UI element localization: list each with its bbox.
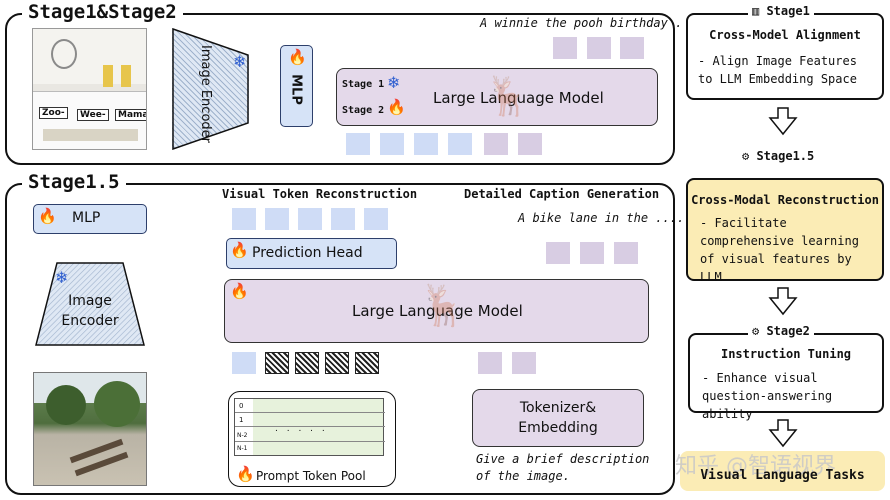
side-stage15-desc: - Facilitate comprehensive learning of v…	[700, 216, 859, 284]
pool-dots: . . . . .	[275, 424, 328, 434]
visual-token	[448, 133, 472, 155]
side-stage2-desc: - Enhance visual question-answering abil…	[702, 371, 833, 421]
encoder1-outline	[172, 28, 249, 150]
text-token	[518, 133, 542, 155]
stage12-caption: A winnie the pooh birthday .	[480, 16, 683, 30]
mlp2-label: MLP	[72, 210, 101, 226]
prediction-head-label: Prediction Head	[252, 245, 363, 261]
text-token	[587, 37, 611, 59]
birthday-photo: Zoo- Wee- Mama	[32, 28, 147, 150]
flame-icon: 🔥	[230, 282, 249, 300]
photo-sign-2: Wee-	[77, 109, 109, 121]
prompt-pool-label: Prompt Token Pool	[256, 469, 366, 483]
snowflake-icon: ❄	[55, 268, 69, 287]
image-encoder-2	[35, 262, 145, 346]
visual-token	[331, 208, 355, 230]
detailed-caption-header: Detailed Caption Generation	[464, 187, 660, 201]
deer-logo-icon: 🦌	[484, 74, 532, 118]
tokenizer-label: Tokenizer& Embedding	[518, 400, 598, 436]
down-chevron-3	[768, 419, 798, 448]
visual-token	[380, 133, 404, 155]
encoder2-label: Image Encoder	[61, 293, 119, 329]
mlp1-label: MLP	[288, 74, 304, 105]
pool-row-0: 0	[239, 402, 244, 410]
stage1-label: Stage 1	[342, 79, 385, 90]
pool-row-n2: N-2	[237, 432, 248, 439]
text-token	[580, 242, 604, 264]
llm2-label: Large Language Model	[352, 302, 523, 320]
side-stage2-tag: ⚙ Stage2	[748, 324, 814, 338]
side-stage1-tag-text: Stage1	[766, 4, 810, 18]
side-stage15-tag-text: Stage1.5	[756, 149, 815, 163]
masked-token	[325, 352, 349, 374]
visual-token	[298, 208, 322, 230]
side-final-box	[680, 451, 885, 491]
snowflake-icon: ❄	[233, 52, 247, 71]
visual-token	[265, 208, 289, 230]
mlp-box-1	[280, 45, 313, 127]
chart-icon: ▥	[752, 4, 767, 18]
side-stage1-title: Cross-Model Alignment	[709, 28, 861, 42]
masked-token	[265, 352, 289, 374]
visual-token-recon-header: Visual Token Reconstruction	[222, 187, 418, 201]
stage12-title: Stage1&Stage2	[22, 1, 183, 23]
flame-icon: 🔥	[236, 465, 255, 483]
photo-sign-1: Zoo-	[39, 107, 68, 119]
pool-row-1: 1	[239, 416, 244, 424]
down-chevron-1	[768, 107, 798, 136]
text-token	[512, 352, 536, 374]
visual-token	[346, 133, 370, 155]
bike-lane-photo	[33, 372, 147, 486]
masked-token	[295, 352, 319, 374]
snowflake-icon: ❄	[387, 73, 401, 92]
text-token	[614, 242, 638, 264]
visual-token	[364, 208, 388, 230]
visual-token	[232, 208, 256, 230]
mlp-box-2	[33, 204, 147, 234]
llm-box-2	[224, 279, 649, 343]
llm-box-1	[336, 68, 658, 126]
side-stage2-tag-text: Stage2	[766, 324, 810, 338]
prediction-head-box	[226, 238, 397, 269]
side-stage15-title: Cross-Modal Reconstruction	[691, 193, 879, 207]
tokenizer-box	[472, 389, 644, 447]
side-stage15-tag: ⚙ Stage1.5	[742, 149, 814, 163]
encoder1-label: Image Encoder	[198, 45, 213, 143]
pool-row-n1: N-1	[237, 445, 248, 452]
brain-gear-icon: ⚙	[742, 149, 757, 163]
text-token	[620, 37, 644, 59]
stage2-label: Stage 2	[342, 105, 385, 116]
side-final-label: Visual Language Tasks	[700, 468, 865, 483]
text-token	[478, 352, 502, 374]
llm1-label: Large Language Model	[433, 89, 604, 107]
text-token	[484, 133, 508, 155]
masked-token	[355, 352, 379, 374]
down-chevron-2	[768, 287, 798, 316]
flame-icon: 🔥	[288, 48, 307, 66]
visual-token	[232, 352, 256, 374]
text-token	[546, 242, 570, 264]
flame-icon: 🔥	[230, 241, 249, 259]
pool-table: 0 1 . . . . . N-2 N-1	[234, 398, 385, 456]
text-token	[553, 37, 577, 59]
side-stage2-box	[688, 333, 884, 413]
watermark: 知乎 @智语视界	[675, 454, 836, 479]
stage15-title: Stage1.5	[22, 171, 126, 193]
flame-icon: 🔥	[38, 207, 57, 225]
photo-sign-3: Mama	[115, 109, 146, 121]
side-stage1-desc: - Align Image Features to LLM Embedding …	[698, 54, 857, 86]
side-stage2-title: Instruction Tuning	[720, 347, 852, 361]
flame-icon: 🔥	[387, 98, 406, 116]
prompt-text: Give a brief description of the image.	[476, 452, 650, 483]
side-stage1-tag: ▥ Stage1	[748, 4, 814, 18]
side-stage15-box	[686, 178, 884, 281]
gear-icon: ⚙	[752, 324, 767, 338]
deer-logo-icon: 🦌	[418, 283, 468, 329]
stage15-caption: A bike lane in the ......	[518, 211, 699, 225]
visual-token	[414, 133, 438, 155]
